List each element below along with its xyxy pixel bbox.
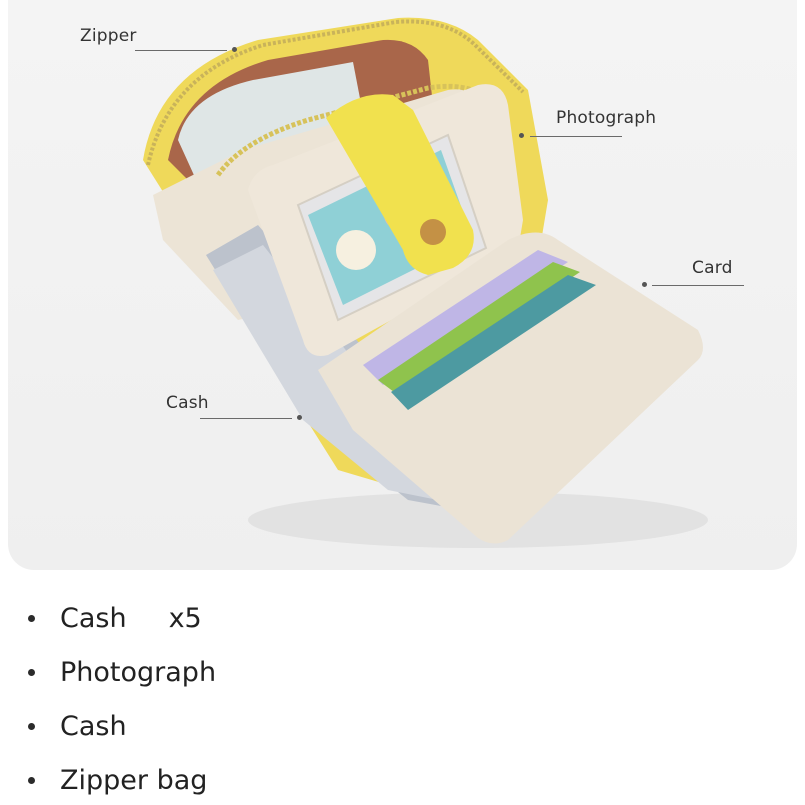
callout-cash-line — [200, 418, 292, 419]
list-item: Cash — [28, 706, 127, 746]
list-item: Zipper bag — [28, 760, 207, 800]
list-item: Photograph — [28, 652, 216, 692]
callout-zipper-dot — [232, 47, 237, 52]
bullet-icon — [28, 722, 35, 730]
callout-card: Card — [692, 258, 733, 278]
feature-label: Cash — [60, 710, 127, 742]
bullet-icon — [28, 668, 35, 676]
callout-photograph: Photograph — [556, 108, 657, 128]
callout-cash-dot — [297, 415, 302, 420]
callout-card-dot — [642, 282, 647, 287]
wallet-illustration — [143, 17, 708, 548]
callout-photograph-dot — [519, 133, 524, 138]
bullet-icon — [28, 776, 35, 784]
callout-photograph-line — [530, 136, 622, 137]
product-photo — [8, 0, 797, 570]
feature-quantity: x5 — [168, 602, 202, 634]
feature-label: Photograph — [60, 656, 217, 688]
callout-card-line — [652, 285, 744, 286]
list-item: Cash x5 — [28, 598, 202, 638]
callout-cash: Cash — [166, 393, 209, 413]
feature-label: Zipper bag — [60, 764, 208, 796]
bullet-icon — [28, 614, 35, 622]
callout-zipper-line — [135, 50, 227, 51]
feature-label: Cash — [60, 602, 127, 634]
callout-zipper: Zipper — [80, 26, 137, 46]
